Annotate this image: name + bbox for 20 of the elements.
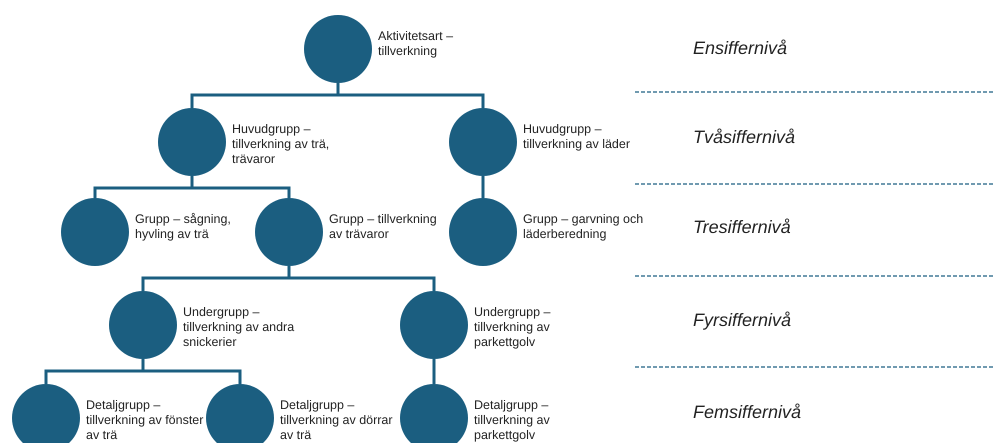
node-label: Grupp – sågning, hyvling av trä (135, 212, 232, 242)
connector-line (432, 359, 436, 384)
level-label: Tvåsiffernivå (693, 126, 796, 149)
level-label: Tresiffernivå (693, 216, 791, 239)
node-label: Grupp – garvning och läderberedning (523, 212, 644, 242)
node-label: Huvudgrupp – tillverkning av läder (523, 122, 631, 152)
level-label: Ensiffernivå (693, 37, 788, 60)
node-label: Grupp – tillverkning av trävaror (329, 212, 438, 242)
connector-line (482, 176, 484, 198)
node-label: Huvudgrupp – tillverkning av trä, trävaror (232, 122, 330, 167)
level-label: Fyrsiffernivå (693, 309, 792, 332)
connector-line (190, 176, 290, 198)
connector-line (142, 359, 242, 384)
node-label: Aktivitetsart – tillverkning (378, 29, 454, 59)
node-label: Undergrupp – tillverkning av andra snickerier (183, 305, 296, 350)
node-label: Detaljgrupp – tillverkning av dörrar av trä (280, 398, 394, 443)
node-label: Detaljgrupp – tillverkning av fönster av trä (86, 398, 204, 443)
node-label: Detaljgrupp – tillverkning av parkettgolv (474, 398, 551, 443)
node-label: Undergrupp – tillverkning av parkettgolv (474, 305, 552, 350)
level-label: Femsiffernivå (693, 401, 802, 424)
